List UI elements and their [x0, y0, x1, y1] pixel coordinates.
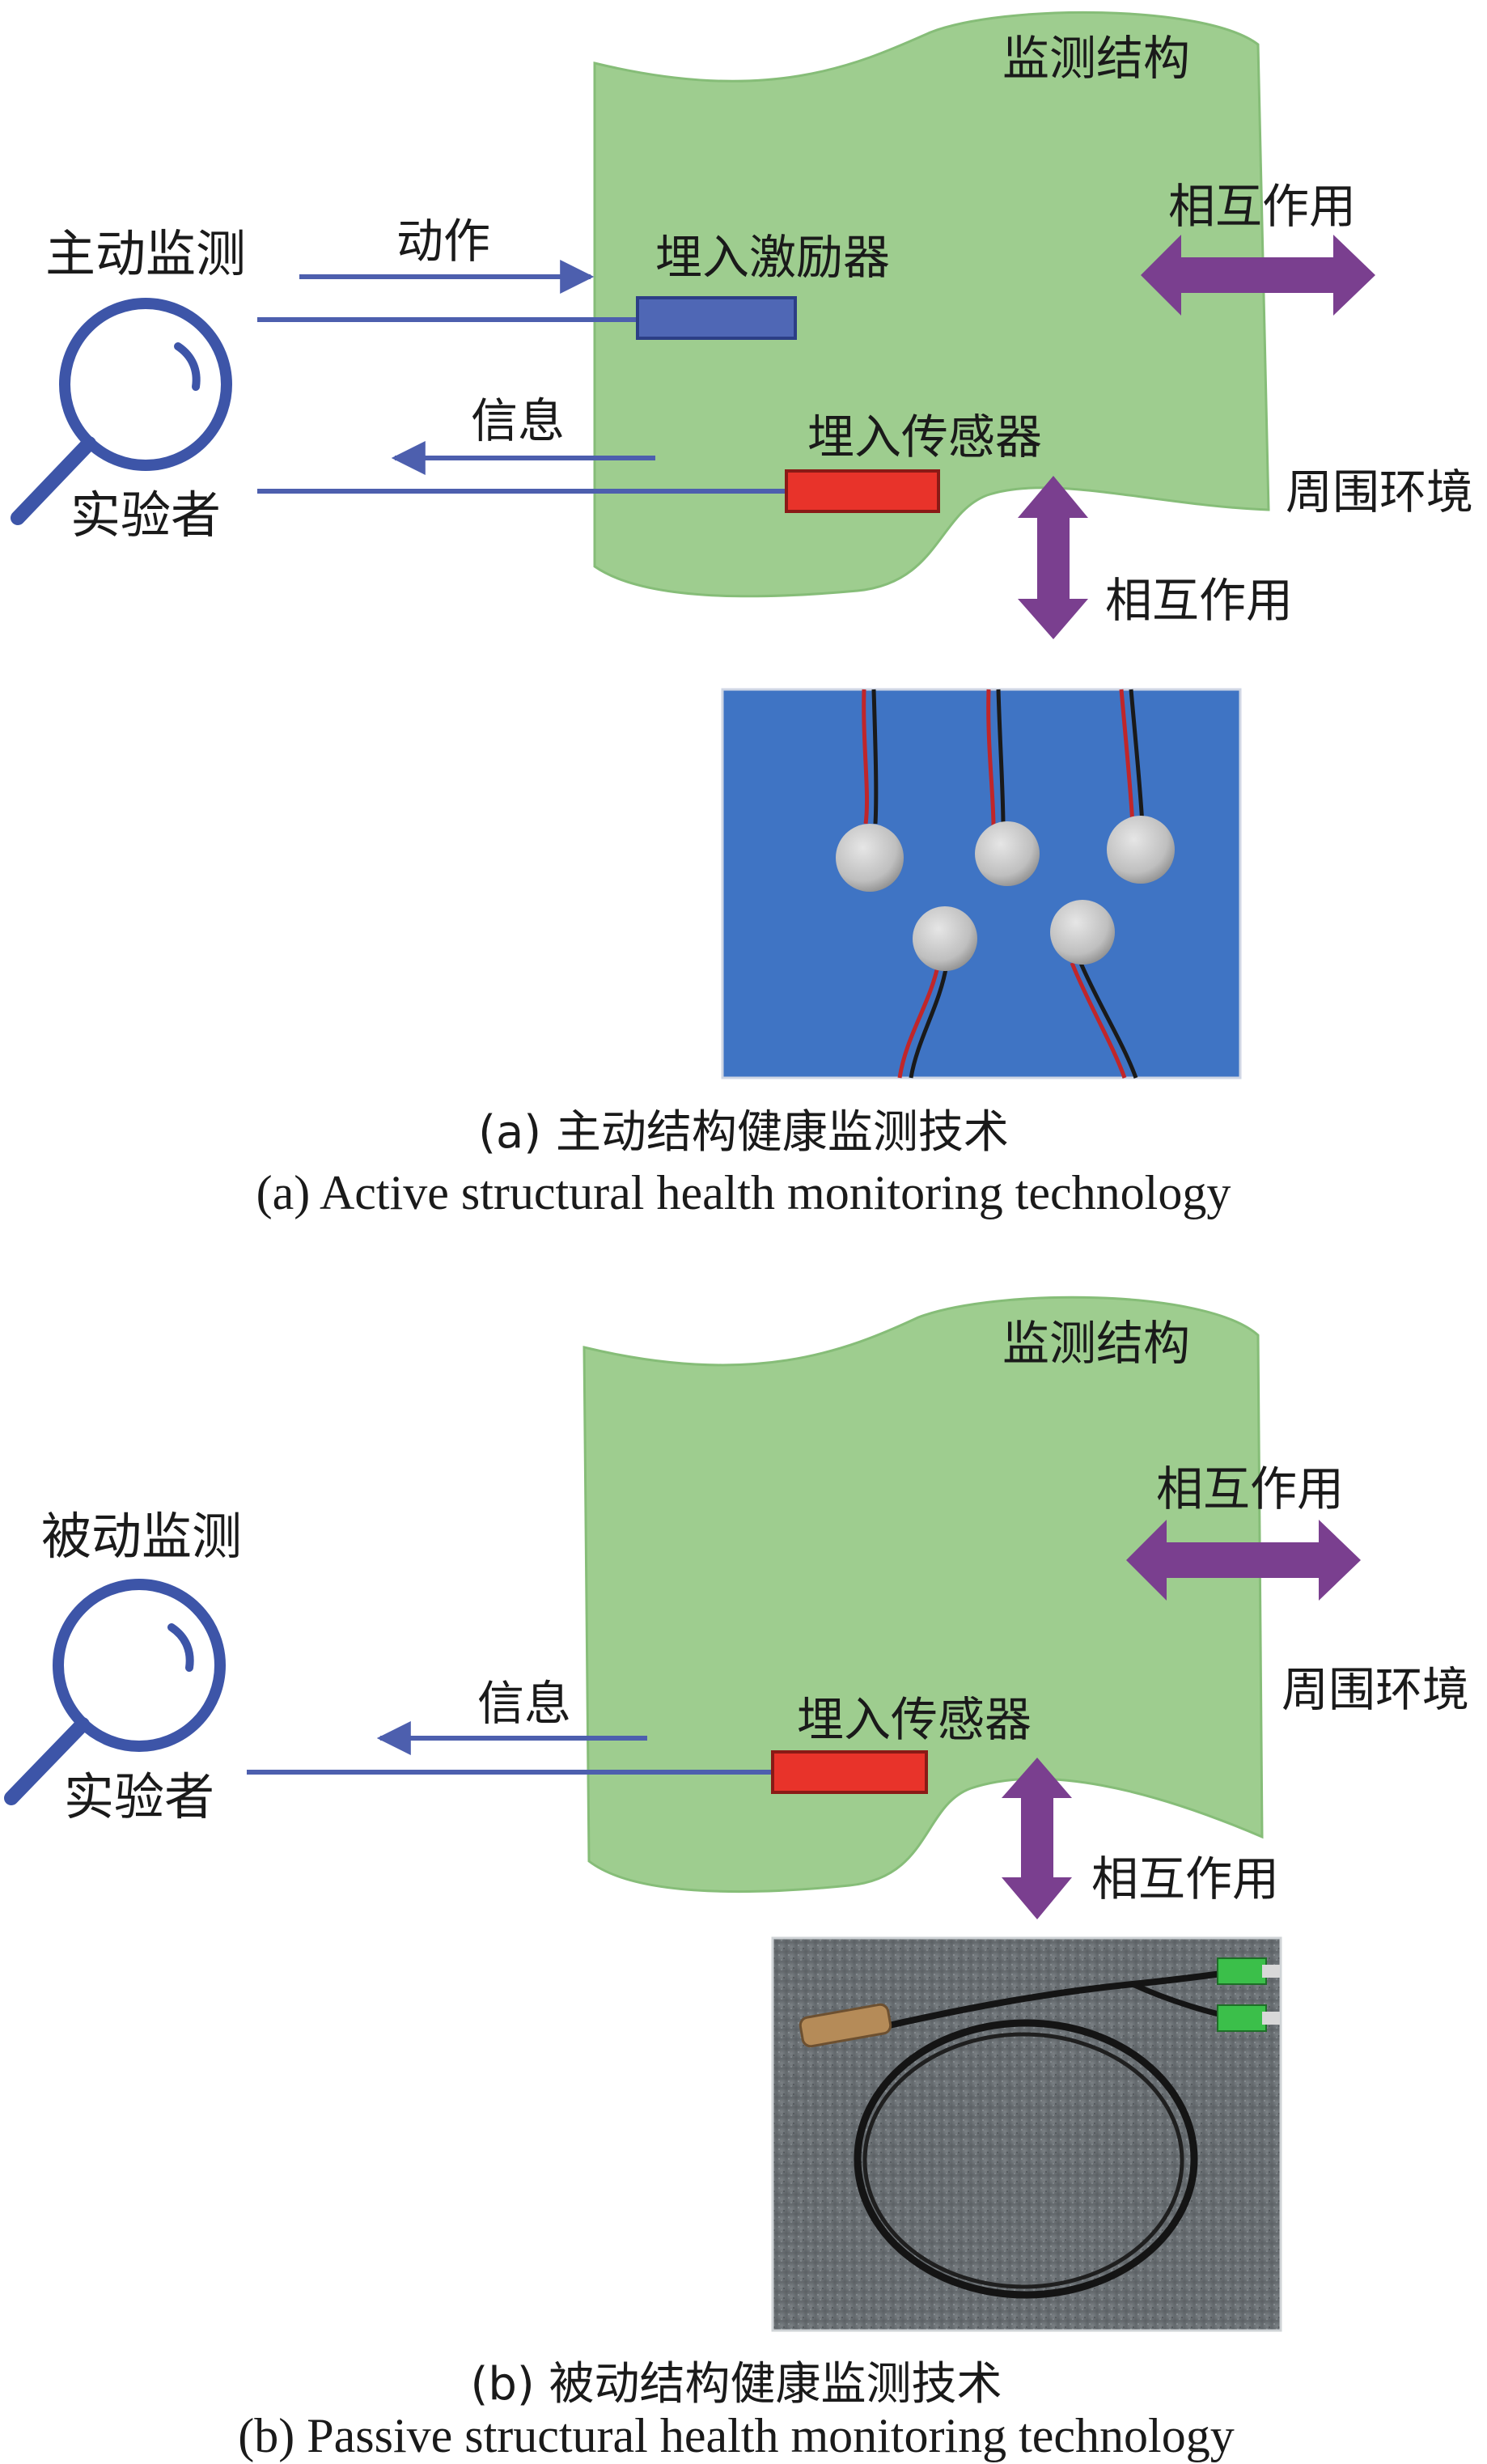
- panel-b: 监测结构 被动监测 实验者 信息 埋入传感器 相互作用 周围环境 相互作用: [4, 1296, 1469, 2462]
- fiber-sensor-photo: [771, 1936, 1282, 2332]
- caption-en-b: (b) Passive structural health monitoring…: [238, 2409, 1234, 2462]
- actuator-bar: [636, 296, 797, 340]
- structure-label-a: 监测结构: [1002, 31, 1190, 86]
- structure-label-b: 监测结构: [1002, 1316, 1190, 1371]
- sensor-label-b: 埋入传感器: [797, 1692, 1032, 1747]
- interaction-right-arrow-a: [1141, 235, 1375, 316]
- action-label-a: 动作: [396, 214, 490, 269]
- structure-shape-b: [583, 1296, 1264, 1894]
- sensor-label-a: 埋入传感器: [807, 409, 1042, 464]
- structure-shape-a: [593, 11, 1270, 598]
- interaction-bottom-label-a: 相互作用: [1105, 573, 1293, 628]
- actuator-label-a: 埋入激励器: [655, 230, 890, 285]
- environment-label-a: 周围环境: [1286, 464, 1473, 520]
- info-label-a: 信息: [471, 393, 565, 448]
- panel-a: 监测结构 主动监测 实验者 动作 埋入激励器 信息 埋入传感器 相互作用 周围环…: [11, 11, 1473, 1219]
- interaction-bottom-arrow-a: [1018, 476, 1088, 639]
- mode-label-b: 被动监测: [41, 1507, 242, 1566]
- magnifier-icon: [11, 298, 232, 525]
- caption-cn-b: (b) 被动结构健康监测技术: [470, 2358, 1002, 2411]
- experimenter-label-a: 实验者: [70, 486, 221, 545]
- mode-label-a: 主动监测: [45, 224, 246, 283]
- interaction-right-label-b: 相互作用: [1156, 1461, 1344, 1516]
- caption-en-a: (a) Active structural health monitoring …: [256, 1166, 1231, 1219]
- environment-label-b: 周围环境: [1282, 1662, 1469, 1717]
- piezo-sensors-photo: [721, 688, 1242, 1079]
- sensor-bar: [785, 469, 940, 513]
- experimenter-label-b: 实验者: [64, 1767, 214, 1826]
- interaction-bottom-arrow-b: [1002, 1758, 1072, 1919]
- sensor-bar: [771, 1750, 928, 1794]
- info-label-b: 信息: [477, 1676, 571, 1731]
- interaction-right-label-a: 相互作用: [1168, 179, 1356, 234]
- interaction-right-arrow-b: [1126, 1520, 1361, 1601]
- caption-cn-a: (a) 主动结构健康监测技术: [478, 1106, 1009, 1159]
- magnifier-icon: [4, 1579, 226, 1805]
- interaction-bottom-label-b: 相互作用: [1091, 1851, 1279, 1906]
